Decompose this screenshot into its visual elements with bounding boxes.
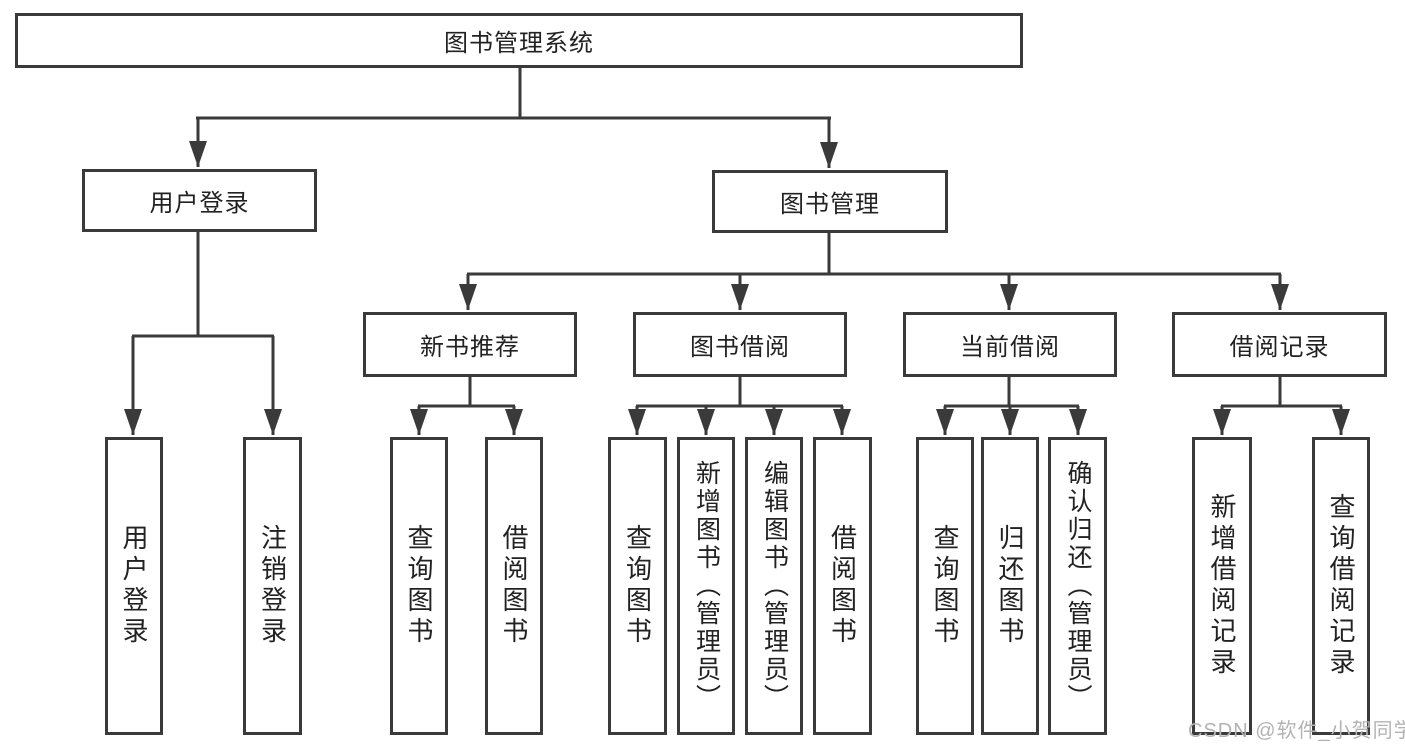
leaf-user-login: 用户登录 xyxy=(105,437,163,735)
node-borrowing-records: 借阅记录 xyxy=(1172,312,1387,377)
node-library-management-system: 图书管理系统 xyxy=(15,13,1023,68)
leaf-confirm-return-admin: 确认归还（管理员） xyxy=(1048,437,1107,735)
node-user-login: 用户登录 xyxy=(82,169,317,232)
leaf-borrow-books-recommend: 借阅图书 xyxy=(485,437,543,735)
leaf-query-books-borrowing: 查询图书 xyxy=(608,437,667,735)
leaf-borrow-books-borrowing: 借阅图书 xyxy=(813,437,872,735)
leaf-logout: 注销登录 xyxy=(243,437,302,735)
leaf-return-books: 归还图书 xyxy=(981,437,1039,735)
node-new-book-recommendation: 新书推荐 xyxy=(363,312,577,377)
leaf-add-borrow-record: 新增借阅记录 xyxy=(1192,437,1252,735)
node-current-borrowing: 当前借阅 xyxy=(903,312,1117,377)
leaf-add-books-admin: 新增图书（管理员） xyxy=(677,437,735,735)
leaf-query-borrow-record: 查询借阅记录 xyxy=(1312,437,1370,735)
node-book-management: 图书管理 xyxy=(712,170,948,233)
leaf-query-books-recommend: 查询图书 xyxy=(390,437,448,735)
leaf-query-books-current: 查询图书 xyxy=(916,437,974,735)
leaf-edit-books-admin: 编辑图书（管理员） xyxy=(745,437,803,735)
node-book-borrowing: 图书借阅 xyxy=(633,312,847,377)
watermark-text: CSDN @软件_小贺同学 xyxy=(1188,720,1405,742)
